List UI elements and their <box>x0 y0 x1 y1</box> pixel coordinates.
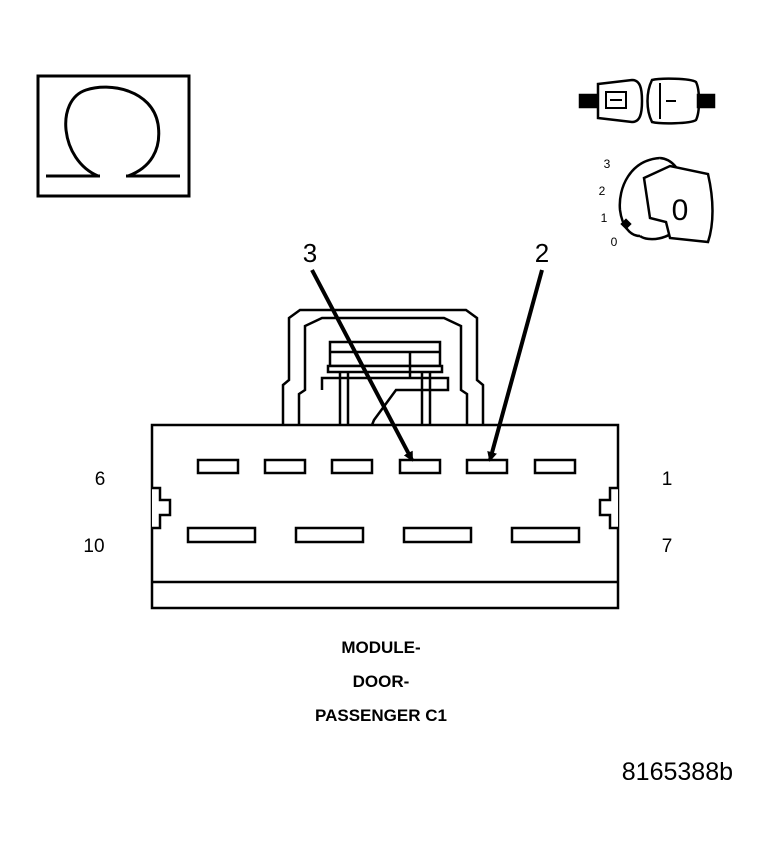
pin-number-6: 6 <box>95 469 106 490</box>
ignition-pos-2: 2 <box>599 184 606 198</box>
disconnected-connector-icon <box>578 77 716 125</box>
title-line-3: PASSENGER C1 <box>315 706 447 725</box>
callout-pin-2: 2 <box>535 238 549 268</box>
connector-body <box>150 308 620 610</box>
ohm-icon <box>46 85 180 178</box>
figure-number: 8165388b <box>622 758 733 786</box>
pin-number-7: 7 <box>662 536 673 557</box>
callout-arrows <box>310 269 544 462</box>
title-line-1: MODULE- <box>341 638 420 657</box>
pin-number-10: 10 <box>83 536 104 557</box>
ignition-switch-icon: 0 3 2 1 0 <box>599 156 714 249</box>
callout-pin-3: 3 <box>303 238 317 268</box>
ignition-pos-1: 1 <box>601 211 608 225</box>
pin-number-1: 1 <box>662 469 673 490</box>
ohmmeter-box <box>36 74 191 198</box>
ignition-key-label: 0 <box>672 194 689 227</box>
ignition-pos-3: 3 <box>604 157 611 171</box>
ignition-pos-0: 0 <box>611 235 618 249</box>
title-line-2: DOOR- <box>353 672 410 691</box>
